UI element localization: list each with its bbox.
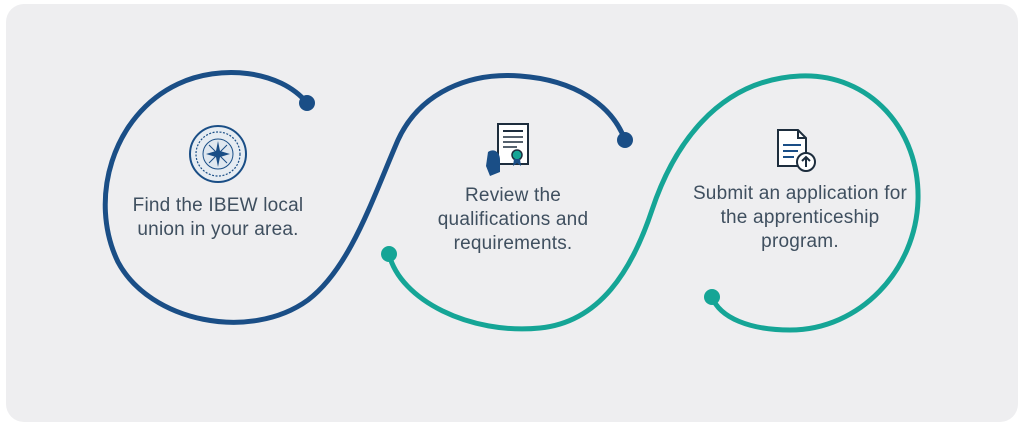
step-2-end-dot (617, 132, 633, 148)
document-upload-icon (777, 129, 816, 172)
step-2-text: Review the qualifications and requiremen… (437, 185, 589, 254)
step-1-end-dot (299, 95, 315, 111)
step-3-end-dot (704, 289, 720, 305)
certificate-hand-icon (486, 123, 529, 176)
step-2-start-dot (381, 246, 397, 262)
ibew-seal-icon (189, 125, 247, 183)
step-1-loop-arc (102, 70, 628, 325)
step-2-3-loop-arc (386, 73, 921, 333)
step-3-text: Submit an application for the apprentice… (692, 183, 908, 252)
step-1-text: Find the IBEW local union in your area. (132, 195, 304, 240)
